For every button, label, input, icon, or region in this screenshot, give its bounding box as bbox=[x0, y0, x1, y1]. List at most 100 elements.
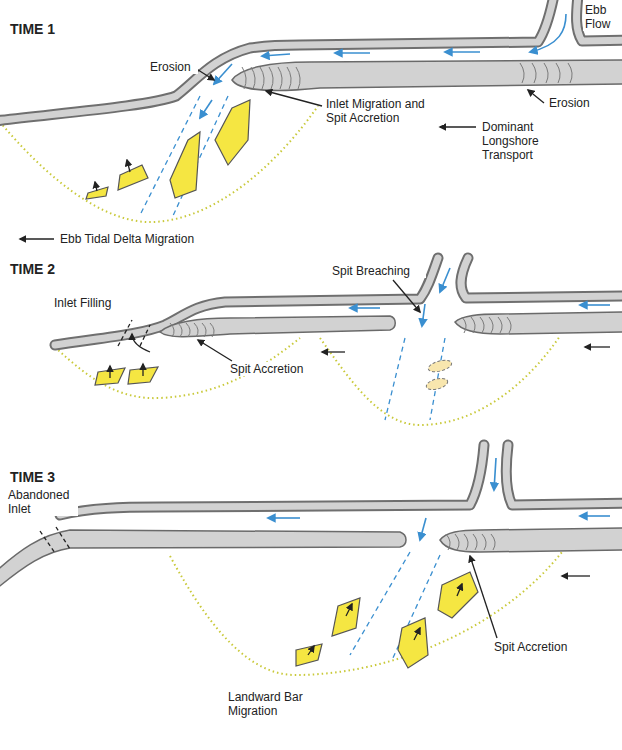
annotation-label: Spit Accretion bbox=[228, 362, 324, 376]
illustration-part bbox=[332, 598, 360, 636]
illustration-part bbox=[198, 340, 232, 361]
illustration-part bbox=[170, 132, 200, 198]
illustration-part bbox=[528, 90, 544, 103]
annotation-label: Erosion bbox=[547, 96, 607, 110]
accretion-ridge bbox=[260, 67, 264, 89]
illustration-part bbox=[445, 51, 480, 53]
illustration-part bbox=[118, 165, 148, 190]
accretion-ridge bbox=[170, 323, 174, 337]
panel-title: TIME 2 bbox=[8, 262, 88, 276]
illustration-part bbox=[335, 52, 370, 54]
illustration-part bbox=[440, 528, 622, 552]
illustration-part bbox=[506, 445, 622, 505]
illustration-part bbox=[308, 646, 314, 655]
illustration-part bbox=[0, 106, 318, 222]
illustration-part bbox=[577, 0, 622, 41]
faded-bar bbox=[425, 358, 453, 392]
illustration-part bbox=[346, 604, 352, 616]
accretion-ridge bbox=[498, 317, 502, 333]
accretion-ridge bbox=[473, 534, 477, 550]
annotation-label: Ebb Flow bbox=[583, 3, 619, 31]
illustration-part bbox=[385, 338, 405, 420]
illustration-part bbox=[0, 530, 406, 590]
illustration-part bbox=[20, 238, 54, 239]
panel-title: TIME 3 bbox=[8, 470, 88, 484]
illustration-part bbox=[0, 0, 622, 515]
sand-bar bbox=[86, 100, 478, 668]
illustration-part bbox=[398, 618, 428, 668]
illustration-part bbox=[322, 351, 345, 352]
accretion-ridge bbox=[455, 534, 459, 550]
illustration-part bbox=[0, 0, 622, 515]
annotation-label: Inlet Filling bbox=[52, 296, 132, 310]
illustration-part bbox=[40, 531, 55, 553]
annotation-label: Inlet Migration and Spit Accretion bbox=[324, 97, 444, 125]
illustration-part bbox=[140, 325, 150, 346]
annotation-label: Spit Breaching bbox=[330, 264, 426, 278]
accretion-ridge bbox=[471, 317, 475, 333]
accretion-ridge bbox=[278, 67, 282, 89]
illustration-part bbox=[461, 258, 622, 298]
accretion-ridge bbox=[556, 63, 560, 83]
illustration-part bbox=[60, 445, 484, 515]
illustration-part bbox=[585, 346, 610, 347]
flow-arrow bbox=[200, 14, 610, 540]
illustration-part bbox=[427, 358, 453, 374]
accretion-ridge bbox=[462, 317, 466, 333]
illustration-part bbox=[56, 527, 70, 549]
accretion-ridge bbox=[489, 317, 493, 333]
illustration-part bbox=[440, 126, 476, 127]
accretion-ridge bbox=[568, 63, 572, 83]
ebb-delta-outline bbox=[0, 106, 562, 675]
illustration-part bbox=[530, 14, 566, 52]
annotation-label: Ebb Tidal Delta Migration bbox=[58, 232, 228, 246]
illustration-part bbox=[577, 0, 622, 41]
illustration-part bbox=[160, 316, 395, 337]
illustration-part bbox=[109, 366, 110, 378]
annotation-label: Erosion bbox=[148, 60, 198, 74]
spit bbox=[0, 60, 622, 590]
illustration-part bbox=[127, 160, 130, 172]
illustration-part bbox=[268, 517, 300, 519]
accretion-ridge bbox=[296, 67, 300, 89]
accretion-ridge bbox=[269, 67, 273, 89]
accretion-ridge bbox=[202, 323, 206, 337]
illustration-part bbox=[320, 336, 560, 425]
illustration-part bbox=[562, 575, 590, 576]
accretion-ridge bbox=[251, 67, 255, 89]
illustration-part bbox=[140, 96, 200, 215]
illustration-part bbox=[266, 91, 322, 106]
accretion-ridge bbox=[491, 534, 495, 550]
illustration-part bbox=[425, 376, 449, 391]
illustration-part bbox=[232, 60, 622, 90]
accretion-ridge bbox=[507, 317, 511, 333]
illustration-part bbox=[440, 268, 450, 292]
annotation-label: Dominant Longshore Transport bbox=[480, 120, 592, 162]
accretion-ridge bbox=[178, 323, 182, 337]
accretion-ridge bbox=[532, 63, 536, 83]
accretion-ridge bbox=[480, 317, 484, 333]
illustration-part bbox=[461, 258, 622, 298]
annotation-label: Spit Accretion bbox=[492, 640, 588, 654]
illustration-part bbox=[296, 644, 322, 666]
illustration-part bbox=[118, 320, 132, 346]
illustration-part bbox=[215, 100, 250, 165]
illustration-part bbox=[438, 572, 478, 618]
illustration-part bbox=[422, 304, 425, 326]
illustration-part bbox=[420, 518, 426, 540]
old-channel bbox=[40, 320, 150, 553]
illustration-part bbox=[60, 445, 484, 515]
illustration-part bbox=[580, 304, 610, 306]
illustration-part bbox=[414, 628, 420, 640]
illustration-part bbox=[200, 100, 212, 118]
accretion-ridge bbox=[446, 534, 450, 550]
accretion-ridge bbox=[194, 323, 198, 337]
accretion-ridge bbox=[210, 323, 214, 337]
accretion-ridge bbox=[544, 63, 548, 83]
illustration-part bbox=[470, 556, 497, 638]
illustration-part bbox=[350, 307, 380, 309]
illustration-part bbox=[142, 364, 143, 376]
illustration-part bbox=[262, 54, 290, 56]
illustration-part bbox=[214, 64, 232, 84]
